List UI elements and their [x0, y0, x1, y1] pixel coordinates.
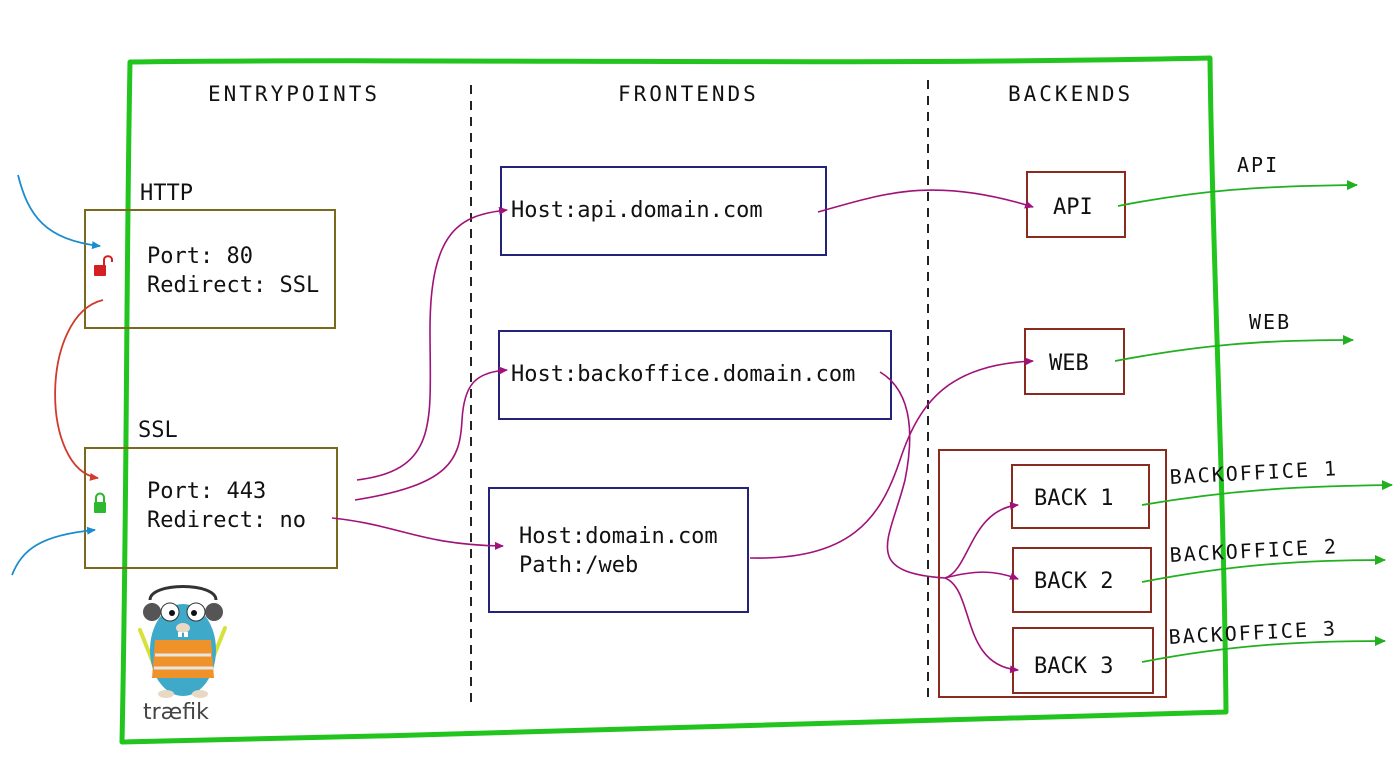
- frontend-backoffice-host: Host:backoffice.domain.com: [511, 362, 855, 387]
- backend-back3-label: BACK 3: [1034, 654, 1113, 679]
- backend-back1-label: BACK 1: [1034, 486, 1113, 511]
- incoming-ssl-arrow: [11, 526, 96, 576]
- entrypoint-http-redirect: Redirect: SSL: [147, 273, 319, 298]
- traefik-boundary-frame: [119, 55, 1229, 745]
- output-api-arrow: [1117, 180, 1358, 207]
- column-title-backends: BACKENDS: [1008, 82, 1133, 106]
- frontend-api-host: Host:api.domain.com: [511, 198, 763, 223]
- backend-web-label: WEB: [1049, 351, 1089, 376]
- route-api-frontend-to-api-backend: [817, 189, 1034, 213]
- route-backoffice-frontend-to-group: [879, 371, 946, 579]
- backend-back1-box[interactable]: [1011, 464, 1150, 529]
- output-backoffice2-arrow: [1141, 555, 1386, 583]
- column-title-entrypoints: ENTRYPOINTS: [208, 82, 380, 106]
- output-backoffice1-label: BACKOFFICE 1: [1169, 456, 1339, 489]
- route-group-to-back1: [944, 501, 1019, 579]
- entrypoint-http-port: Port: 80: [147, 244, 253, 269]
- entrypoint-ssl-title: SSL: [138, 418, 178, 443]
- route-web-frontend-to-web-backend: [749, 357, 1034, 559]
- frontend-web-host: Host:domain.com: [519, 524, 718, 549]
- entrypoint-http-title: HTTP: [140, 181, 193, 206]
- unlocked-padlock-icon: [94, 255, 113, 276]
- output-web-label: WEB: [1249, 310, 1291, 334]
- route-group-to-back3: [944, 577, 1019, 674]
- output-api-label: API: [1237, 153, 1279, 177]
- frontend-web-box[interactable]: [488, 487, 749, 613]
- entrypoint-ssl-port: Port: 443: [147, 479, 266, 504]
- output-backoffice3-label: BACKOFFICE 3: [1168, 616, 1338, 649]
- incoming-http-arrow: [17, 174, 101, 250]
- output-web-arrow: [1114, 335, 1354, 362]
- backend-back2-label: BACK 2: [1034, 569, 1113, 594]
- frontend-backoffice-box[interactable]: [498, 330, 892, 420]
- backend-api-label: API: [1053, 195, 1093, 220]
- column-title-frontends: FRONTENDS: [618, 82, 759, 106]
- backend-backoffice-group: [938, 449, 1167, 698]
- redirect-http-to-ssl-arrow: [54, 299, 104, 481]
- route-ssl-to-backoffice-frontend: [354, 366, 508, 501]
- locked-padlock-icon: [94, 492, 106, 513]
- route-ssl-to-web-frontend: [331, 517, 504, 550]
- frontend-web-path: Path:/web: [519, 553, 638, 578]
- entrypoint-ssl-box[interactable]: [84, 447, 338, 569]
- entrypoint-http-box[interactable]: [84, 209, 336, 329]
- output-backoffice3-arrow: [1141, 636, 1386, 663]
- route-group-to-back2: [944, 571, 1019, 580]
- traefik-gopher-mascot-icon: [138, 585, 227, 698]
- output-backoffice1-arrow: [1141, 480, 1393, 506]
- entrypoint-ssl-redirect: Redirect: no: [147, 508, 306, 533]
- route-ssl-to-api-frontend: [356, 206, 508, 481]
- traefik-logo-text: træfik: [143, 700, 209, 725]
